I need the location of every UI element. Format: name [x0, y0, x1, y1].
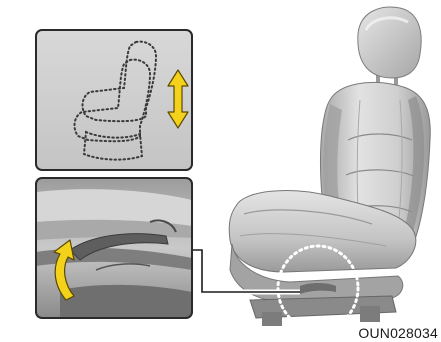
panel-frame — [36, 30, 192, 170]
height-adjust-panel — [36, 30, 192, 170]
lever-zoom-panel — [36, 178, 192, 318]
seat-illustration — [229, 7, 430, 330]
figure-code-label: OUN028034 — [358, 325, 438, 341]
